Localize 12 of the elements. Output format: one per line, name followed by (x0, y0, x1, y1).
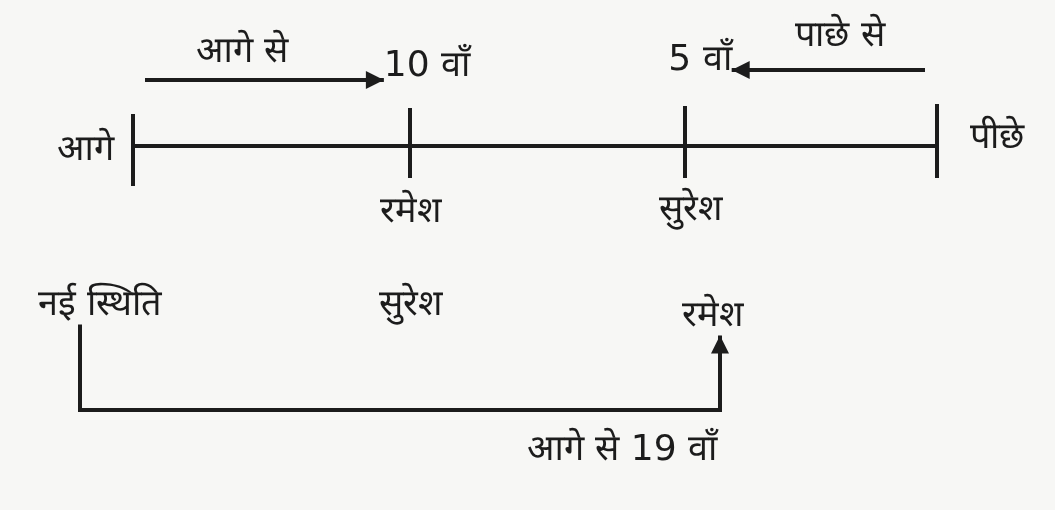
elbow-arrow (78, 324, 729, 412)
name-label: सुरेश (658, 186, 722, 230)
rank-label: 5 वाँ (668, 36, 732, 80)
end-label: आगे (56, 126, 114, 170)
arrow (145, 71, 384, 89)
name-label: रमेश (379, 188, 441, 232)
end-label: पीछे (970, 114, 1024, 158)
name-label: सुरेश (378, 281, 442, 325)
name-label: रमेश (681, 292, 743, 336)
rank-label: 10 वाँ (383, 42, 471, 86)
caption-text: नई स्थिति (37, 281, 163, 325)
arrow (731, 61, 925, 79)
